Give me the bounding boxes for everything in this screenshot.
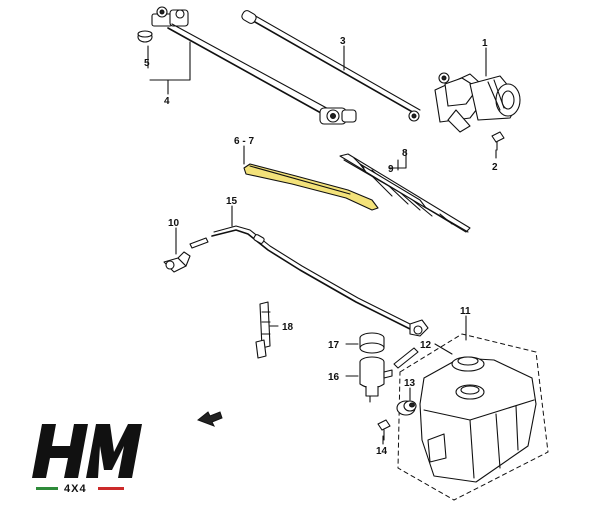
callout-13: 13 (404, 378, 416, 389)
washer-nozzle (163, 251, 191, 273)
motor-link-rod (241, 10, 421, 122)
callout-6-7: 6 - 7 (234, 136, 254, 147)
hose-clip (255, 301, 271, 359)
callout-2: 2 (492, 162, 498, 173)
callout-8: 8 (402, 148, 408, 159)
logo-flag-green (36, 487, 58, 490)
left-pivot-assembly (151, 6, 189, 27)
callout-5: 5 (144, 58, 150, 69)
motor-bolt (491, 131, 505, 151)
forward-arrow-icon (197, 411, 223, 427)
tank-grommet (396, 400, 417, 416)
pivot-cap (137, 30, 153, 43)
nozzle-connector (189, 237, 209, 249)
tank-bolt (377, 419, 391, 441)
callout-14: 14 (376, 446, 388, 457)
logo-flag-red (98, 487, 124, 490)
callout-3: 3 (340, 36, 346, 47)
logo-subtext: 4X4 (64, 483, 87, 495)
washer-pump (359, 356, 393, 403)
callout-16: 16 (328, 372, 340, 383)
wiper-blade (339, 153, 471, 233)
leader-lines (147, 41, 497, 445)
callout-17: 17 (328, 340, 340, 351)
washer-hose (211, 225, 429, 337)
washer-tank (419, 357, 537, 483)
right-pivot-assembly (319, 107, 357, 125)
callout-15: 15 (226, 196, 238, 207)
callout-18: 18 (282, 322, 294, 333)
tank-cap (451, 356, 485, 372)
pump-grommet (359, 332, 385, 354)
wiper-linkage-rod (151, 6, 357, 125)
callout-1: 1 (482, 38, 488, 49)
callout-10: 10 (168, 218, 180, 229)
tank-dashed-outline (397, 333, 549, 501)
hm-4x4-logo: 4X4 (32, 424, 142, 495)
callout-9: 9 (388, 164, 394, 175)
wiper-arm (243, 163, 379, 211)
callout-12: 12 (420, 340, 432, 351)
callout-11: 11 (460, 306, 471, 317)
callout-4: 4 (164, 96, 170, 107)
wiper-motor (434, 72, 521, 133)
pump-outlet-hose (393, 347, 419, 369)
